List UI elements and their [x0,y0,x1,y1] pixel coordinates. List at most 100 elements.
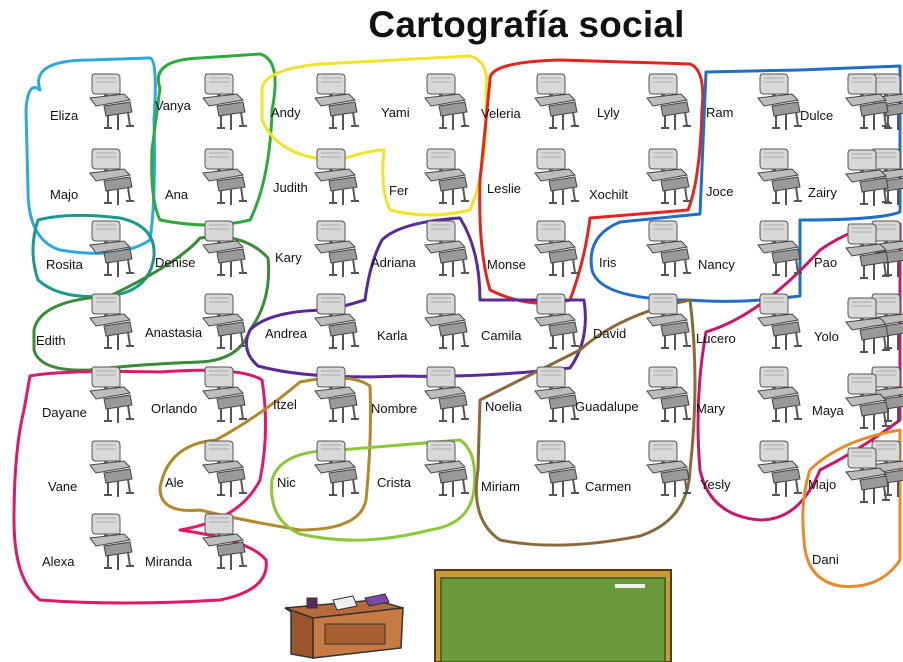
student-name-label: Joce [706,184,733,199]
group-outline [696,222,902,522]
student-name-label: Yesly [700,477,731,492]
group-outline [24,56,157,255]
student-name-label: Majo [808,477,836,492]
school-desk-icon [646,73,692,131]
school-desk-icon [202,293,248,351]
student-name-label: Ale [165,475,184,490]
student-name-label: Iris [599,255,617,270]
school-desk-icon [757,366,803,424]
student-name-label: Leslie [487,181,521,196]
student-name-label: Anastasia [145,325,203,340]
group-outline [801,428,902,588]
school-desk-icon [424,220,470,278]
student-name-label: Miranda [145,554,193,569]
student-name-label: Fer [389,183,409,198]
school-desk-icon [534,148,580,206]
student-name-label: Xochilt [589,187,628,202]
school-desk-icon [424,73,470,131]
student-name-label: Lyly [597,105,620,120]
group-outline [150,52,277,227]
group-outline [589,64,902,303]
student-name-label: David [593,326,626,341]
student-name-label: Nic [277,475,296,490]
student-name-label: Mary [696,401,725,416]
desk-grid [89,73,903,571]
school-desk-icon [646,366,692,424]
school-desk-icon [202,220,248,278]
page-title: Cartografía social [368,4,685,45]
student-name-label: Eliza [50,108,79,123]
school-desk-icon [646,220,692,278]
school-desk-icon [534,220,580,278]
student-name-label: Itzel [273,397,297,412]
school-desk-icon [89,293,135,351]
student-name-label: Monse [487,257,526,272]
school-desk-icon [202,513,248,571]
school-desk-icon [534,440,580,498]
school-desk-icon [89,220,135,278]
school-desk-icon [202,440,248,498]
student-name-label: Denise [155,255,195,270]
school-desk-icon [202,366,248,424]
school-desk-icon [89,440,135,498]
student-name-label: Maya [812,403,845,418]
student-name-label: Ram [706,105,733,120]
school-desk-icon [424,148,470,206]
school-desk-icon [757,440,803,498]
student-name-label: Ana [165,187,189,202]
school-desk-icon [424,293,470,351]
student-name-label: Orlando [151,401,197,416]
student-name-label: Veleria [481,106,522,121]
school-desk-icon [646,440,692,498]
school-desk-icon [534,293,580,351]
student-name-label: Edith [36,333,66,348]
school-desk-icon [202,73,248,131]
student-name-label: Andy [271,105,301,120]
student-name-label: Vanya [155,98,192,113]
school-desk-icon [89,148,135,206]
student-name-label: Dani [812,552,839,567]
school-desk-icon [534,73,580,131]
student-name-label: Camila [481,328,522,343]
teacher-desk-icon [284,593,404,659]
student-name-label: Karla [377,328,408,343]
school-desk-icon [89,513,135,571]
student-name-label: Dayane [42,405,87,420]
student-name-label: Miriam [481,479,520,494]
school-desk-icon [314,220,360,278]
student-name-label: Carmen [585,479,631,494]
student-name-label: Judith [273,180,308,195]
student-labels: ElizaMajoRositaEdithDayaneVaneAlexaVanya… [36,98,845,569]
student-name-label: Andrea [265,326,308,341]
student-name-label: Nancy [698,257,735,272]
school-desk-icon [534,366,580,424]
group-outline [478,58,705,305]
student-name-label: Majo [50,187,78,202]
student-name-label: Rosita [46,257,84,272]
school-desk-icon [757,148,803,206]
student-name-label: Crista [377,475,412,490]
student-name-label: Vane [48,479,77,494]
student-name-label: Pao [814,255,837,270]
group-outline [244,216,587,379]
student-name-label: Adriana [371,255,417,270]
student-name-label: Yami [381,105,410,120]
school-desk-icon [757,220,803,278]
school-desk-icon [89,366,135,424]
student-name-label: Zairy [808,185,837,200]
group-outline [31,213,156,299]
student-name-label: Nombre [371,401,417,416]
school-desk-icon [202,148,248,206]
school-desk-icon [757,293,803,351]
student-name-label: Noelia [485,399,523,414]
school-desk-icon [424,440,470,498]
student-name-label: Yolo [814,329,839,344]
school-desk-icon [89,73,135,131]
student-name-label: Guadalupe [575,399,639,414]
student-name-label: Alexa [42,554,75,569]
group-outline [474,298,697,547]
student-name-label: Kary [275,250,302,265]
chalkboard-icon [434,569,672,662]
school-desk-icon [757,73,803,131]
